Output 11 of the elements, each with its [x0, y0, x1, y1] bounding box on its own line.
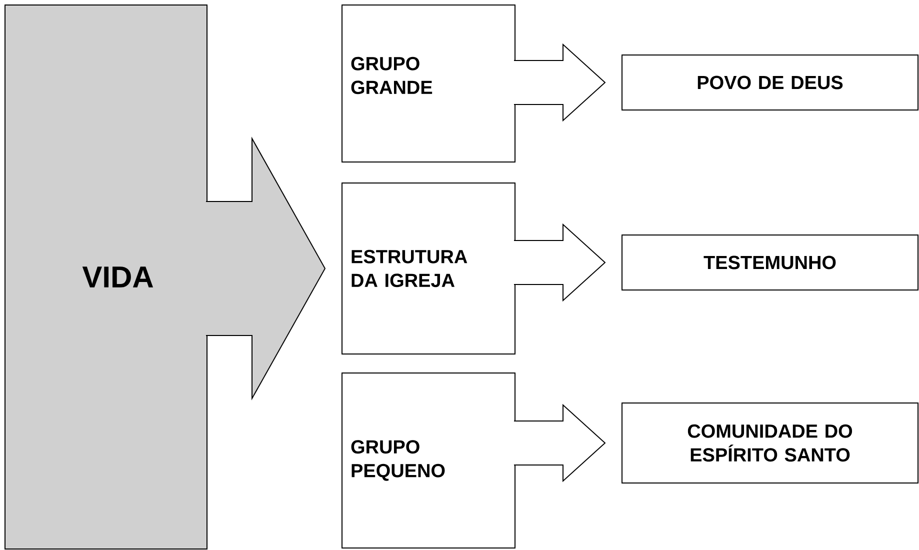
group-box: GRUPO PEQUENO: [342, 372, 516, 548]
block-arrow: [514, 404, 606, 482]
block-arrow: [206, 136, 326, 400]
result-box: POVO DE DEUS: [622, 54, 918, 110]
group-box: ESTRUTURA DA IGREJA: [342, 182, 516, 354]
main-box: VIDA: [4, 4, 208, 550]
block-arrow: [514, 43, 606, 122]
result-box: COMUNIDADE DO ESPÍRITO SANTO: [622, 402, 918, 484]
block-arrow: [514, 223, 606, 302]
result-box: TESTEMUNHO: [622, 234, 918, 290]
group-box: GRUPO GRANDE: [342, 4, 516, 162]
